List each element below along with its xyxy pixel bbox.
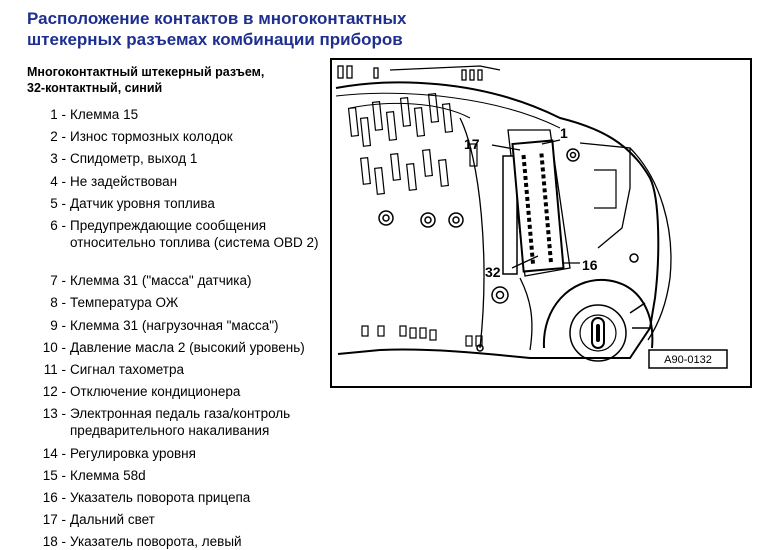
- housing-outline: [335, 81, 660, 359]
- bottom-ridges: [361, 325, 483, 347]
- pin-number: 9 -: [50, 318, 66, 333]
- pin-item: 14 - Регулировка уровня: [0, 445, 340, 462]
- pin-description: Регулировка уровня: [70, 446, 196, 461]
- callout-leaders: [491, 139, 580, 269]
- pin-description: Клемма 58d: [70, 468, 146, 483]
- pin-description: Сигнал тахометра: [70, 362, 184, 377]
- connector-32-pin: [511, 139, 565, 273]
- pin-item: 17 - Дальний свет: [0, 511, 340, 528]
- pin-item: 2 - Износ тормозных колодок: [0, 128, 340, 145]
- dial-slots: [347, 92, 478, 195]
- callout-32: 32: [485, 264, 501, 280]
- figure-id: A90-0132: [664, 354, 712, 366]
- callout-1: 1: [560, 125, 568, 141]
- pin-description: Электронная педаль газа/контроль предвар…: [70, 406, 291, 438]
- figure-id-box: [648, 349, 728, 369]
- pin-number: 17 -: [42, 512, 66, 527]
- pin-item: 16 - Указатель поворота прицепа: [0, 489, 340, 506]
- pin-description: Отключение кондиционера: [70, 384, 241, 399]
- pin-item: 18 - Указатель поворота, левый: [0, 533, 340, 550]
- pin-item: 6 - Предупреждающие сообщения относительн…: [0, 217, 340, 251]
- pin-item: 3 - Спидометр, выход 1: [0, 150, 340, 167]
- pin-number: 12 -: [42, 384, 66, 399]
- pin-description: Клемма 31 (нагрузочная "масса"): [70, 318, 279, 333]
- pin-number: 18 -: [42, 534, 66, 549]
- title-line-1: Расположение контактов в многоконтактных: [27, 9, 407, 28]
- pin-description: Температура ОЖ: [70, 295, 179, 310]
- pin-number: 8 -: [50, 295, 66, 310]
- pin-item: 13 - Электронная педаль газа/контроль пре…: [0, 405, 340, 439]
- connector-side-rail: [502, 155, 518, 275]
- pin-number: 4 -: [50, 174, 66, 189]
- pin-item: 8 - Температура ОЖ: [0, 294, 340, 311]
- callout-16: 16: [582, 257, 598, 273]
- pin-number: 11 -: [43, 362, 66, 377]
- pin-number: 2 -: [50, 129, 66, 144]
- page-title: Расположение контактов в многоконтактных…: [27, 8, 497, 50]
- connector-heading-line-2: 32-контактный, синий: [27, 81, 163, 95]
- pin-item: 12 - Отключение кондиционера: [0, 383, 340, 400]
- center-divider: [459, 117, 485, 349]
- pin-description: Клемма 31 ("масса" датчика): [70, 273, 252, 288]
- pin-description: Указатель поворота, левый: [70, 534, 242, 549]
- housing-top-tabs: [337, 65, 501, 81]
- pin-number: 14 -: [42, 446, 66, 461]
- pin-item: 9 - Клемма 31 (нагрузочная "масса"): [0, 317, 340, 334]
- diagram-svg: 1 17 32 16 A90-0132: [330, 58, 752, 388]
- pin-number: 10 -: [42, 340, 66, 355]
- pin-description: Давление масла 2 (высокий уровень): [70, 340, 305, 355]
- instrument-cluster-diagram: 1 17 32 16 A90-0132: [330, 58, 752, 388]
- pin-number: 5 -: [50, 196, 66, 211]
- pin-description: Указатель поворота прицепа: [70, 490, 251, 505]
- pin-number: 16 -: [42, 490, 66, 505]
- pin-item: 15 - Клемма 58d: [0, 467, 340, 484]
- callout-17: 17: [464, 136, 480, 152]
- housing-inner-edge: [335, 92, 561, 129]
- pin-number: 1 -: [50, 107, 66, 122]
- pin-number: 6 -: [50, 218, 66, 233]
- pin-description: Дальний свет: [70, 512, 155, 527]
- connector-heading-line-1: Многоконтактный штекерный разъем,: [27, 65, 265, 79]
- pin-item: 5 - Датчик уровня топлива: [0, 195, 340, 212]
- title-line-2: штекерных разъемах комбинации приборов: [27, 30, 403, 49]
- pin-description: Спидометр, выход 1: [70, 151, 198, 166]
- connector-heading: Многоконтактный штекерный разъем, 32-кон…: [27, 64, 327, 96]
- pin-description: Не задействован: [70, 174, 178, 189]
- right-bracket: [579, 142, 631, 249]
- pin-description: Износ тормозных колодок: [70, 129, 233, 144]
- pin-number: 7 -: [50, 273, 66, 288]
- pin-description: Датчик уровня топлива: [70, 196, 215, 211]
- pin-number: 13 -: [42, 406, 66, 421]
- pin-item: 10 - Давление масла 2 (высокий уровень): [0, 339, 340, 356]
- pin-item: 7 - Клемма 31 ("масса" датчика): [0, 272, 340, 289]
- dial-knob: [542, 278, 654, 362]
- pin-number: 3 -: [50, 151, 66, 166]
- pin-item: 11 - Сигнал тахометра: [0, 361, 340, 378]
- pin-item: 4 - Не задействован: [0, 173, 340, 190]
- pin-description: Клемма 15: [70, 107, 139, 122]
- pin-item: 1 - Клемма 15: [0, 106, 340, 123]
- pin-number: 15 -: [42, 468, 66, 483]
- pin-description: Предупреждающие сообщения относительно т…: [70, 218, 319, 250]
